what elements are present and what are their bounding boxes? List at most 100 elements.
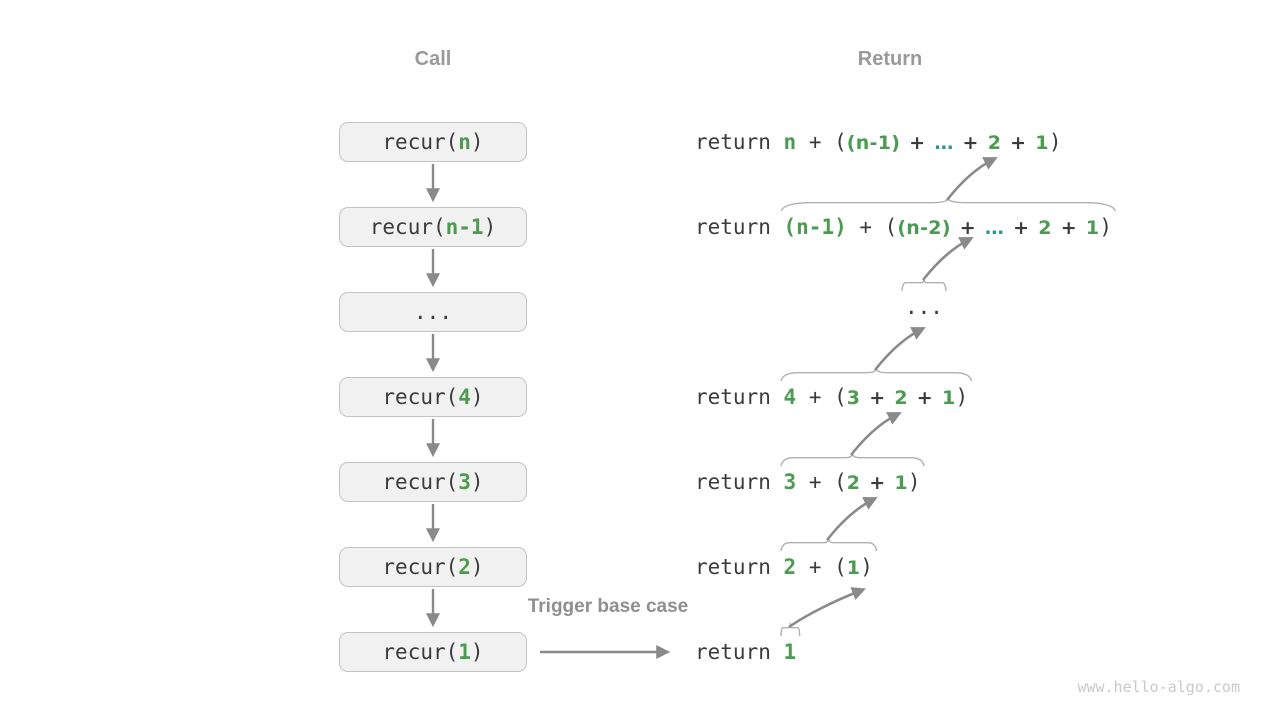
text-segment: recur( [382, 385, 459, 409]
text-segment: + [950, 217, 985, 239]
text-segment: recur( [369, 215, 446, 239]
text-segment: ) [860, 555, 873, 579]
text-segment: ) [907, 470, 921, 494]
call-column-header: Call [414, 48, 452, 70]
text-segment: 2 [1038, 217, 1052, 239]
text-segment: ) [955, 385, 969, 409]
text-segment: 1 [846, 557, 861, 579]
text-segment: ) [470, 640, 484, 664]
call-box-label: ... [414, 300, 452, 324]
text-segment: n [783, 130, 797, 154]
watermark: www.hello-algo.com [1077, 678, 1240, 696]
text-segment: … [984, 217, 1005, 239]
return-row-n-1: return (n-1) + ((n-2) + … + 2 + 1) [695, 157, 1113, 243]
return-expression: (n-1) + ((n-2) + … + 2 + 1) [784, 157, 1113, 243]
return-keyword: return [695, 385, 784, 409]
return-expression: ... [905, 237, 974, 322]
return-arrow-icon [873, 327, 926, 371]
return-expression-text: n + ((n-1) + … + 2 + 1) [784, 130, 1062, 154]
text-segment: return [695, 640, 784, 664]
return-expression-text: 2 + (1) [784, 555, 873, 579]
call-box-label: recur(1) [382, 640, 483, 664]
text-segment: 1 [894, 472, 908, 494]
text-segment: + [907, 387, 942, 409]
return-expression-text: ... [905, 295, 943, 319]
text-segment: ) [470, 470, 484, 494]
text-segment: + [900, 132, 935, 154]
return-row-4: return 4 + (3 + 2 + 1) [695, 327, 969, 413]
return-expression-text: 3 + (2 + 1) [784, 470, 921, 494]
text-segment: return [695, 555, 784, 579]
return-keyword: return [695, 470, 784, 494]
return-expression-text: 4 + (3 + 2 + 1) [784, 385, 969, 409]
text-segment: (n-1) [846, 132, 901, 154]
return-keyword: return [695, 555, 784, 579]
call-box-label: recur(n-1) [370, 215, 496, 239]
return-expression: 2 + (1) [784, 497, 878, 583]
text-segment: ) [470, 130, 484, 154]
text-segment: n [458, 130, 471, 154]
call-box-recur-n: recur(n) [339, 122, 527, 162]
return-row-n: return n + ((n-1) + … + 2 + 1) [695, 127, 1061, 157]
return-expression: 1 [784, 587, 866, 667]
text-segment: 3 [783, 470, 797, 494]
text-segment: 2 [894, 387, 908, 409]
return-expression-text: 1 [784, 640, 797, 664]
text-segment: return [695, 385, 784, 409]
text-segment: 2 [987, 132, 1002, 154]
return-row-3: return 3 + (2 + 1) [695, 412, 921, 498]
text-segment: n-1 [445, 215, 484, 239]
text-segment: + [953, 132, 988, 154]
text-segment: 1 [783, 640, 797, 664]
return-arrow-icon [849, 412, 902, 456]
return-arrow-icon [826, 497, 878, 541]
call-box-recur-4: recur(4) [339, 377, 527, 417]
call-box-recur-1: recur(1) [339, 632, 527, 672]
text-segment: + ( [796, 385, 847, 409]
text-segment: ) [470, 555, 484, 579]
text-segment: 2 [846, 472, 861, 494]
text-segment: ) [483, 215, 497, 239]
text-segment: ) [1099, 215, 1113, 239]
text-segment: + ( [796, 470, 847, 494]
return-arrow-icon [788, 587, 866, 629]
text-segment: return [695, 215, 784, 239]
text-segment: recur( [382, 130, 459, 154]
text-segment: ... [414, 300, 452, 324]
text-segment: + ( [796, 130, 847, 154]
text-segment: 1 [1035, 132, 1049, 154]
text-segment: 4 [458, 385, 471, 409]
text-segment: 2 [458, 555, 471, 579]
return-column-header: Return [857, 48, 923, 70]
text-segment: ... [905, 295, 943, 319]
trigger-base-case-label: Trigger base case [527, 596, 689, 617]
text-segment: + ( [796, 555, 847, 579]
call-box-recur-n-1: recur(n-1) [339, 207, 527, 247]
return-keyword: return [695, 215, 784, 239]
return-row-1: return 1 [695, 587, 866, 667]
text-segment: 1 [941, 387, 956, 409]
return-arrow-icon [945, 157, 998, 201]
text-segment: recur( [382, 470, 459, 494]
call-box-recur-2: recur(2) [339, 547, 527, 587]
call-box-recur-3: recur(3) [339, 462, 527, 502]
text-segment: return [695, 470, 784, 494]
text-segment: … [934, 132, 954, 154]
text-segment: + [1004, 217, 1039, 239]
return-expression: 4 + (3 + 2 + 1) [784, 327, 969, 413]
return-expression: 3 + (2 + 1) [784, 412, 921, 498]
text-segment: ) [1048, 130, 1062, 154]
return-expression: n + ((n-1) + … + 2 + 1) [784, 127, 1062, 158]
text-segment: 2 [783, 555, 797, 579]
text-segment: 1 [1085, 217, 1100, 239]
return-arrow-icon [921, 237, 974, 281]
text-segment: + ( [846, 215, 898, 239]
text-segment: 3 [458, 470, 471, 494]
text-segment: ) [470, 385, 484, 409]
return-keyword: return [695, 130, 784, 154]
return-keyword: return [695, 640, 784, 664]
call-box-label: recur(4) [382, 385, 483, 409]
text-segment: + [1001, 132, 1036, 154]
text-segment: 3 [846, 387, 861, 409]
